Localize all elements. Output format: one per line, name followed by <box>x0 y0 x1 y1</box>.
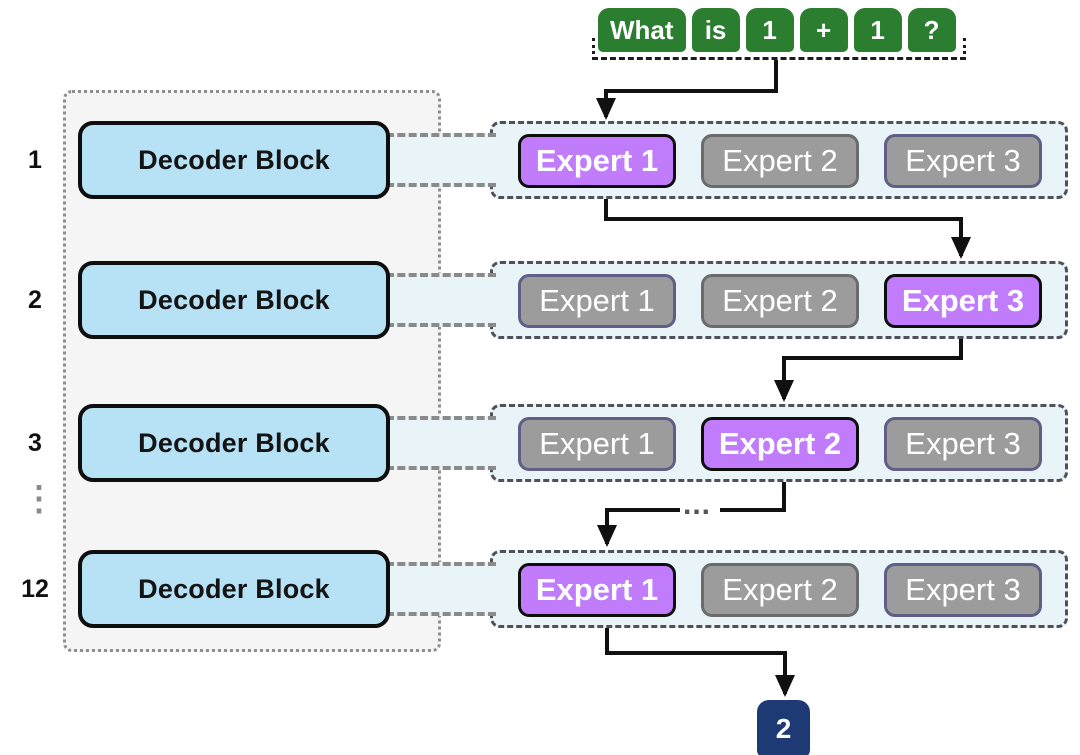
arrow-into-layer12 <box>597 508 680 547</box>
input-token-strip: What is 1 + 1 ? <box>598 8 956 52</box>
layer-number: 1 <box>28 146 42 174</box>
expert-2: Expert 2 <box>701 274 859 328</box>
arrow-input-to-layer1 <box>596 60 778 120</box>
expert-2: Expert 2 <box>701 417 859 471</box>
input-token: 1 <box>745 8 794 52</box>
input-tokens-outline <box>592 38 966 60</box>
router-connector-2 <box>386 273 496 327</box>
expert-3: Expert 3 <box>884 563 1042 617</box>
router-connector-1 <box>386 133 496 187</box>
expert-row-1: Expert 1 Expert 2 Expert 3 <box>490 121 1068 199</box>
expert-1: Expert 1 <box>518 417 676 471</box>
expert-2: Expert 2 <box>701 134 859 188</box>
expert-2: Expert 2 <box>701 563 859 617</box>
input-token: ? <box>907 8 956 52</box>
layer-number: 3 <box>28 429 42 457</box>
layer-number: 2 <box>28 286 42 314</box>
expert-row-2: Expert 1 Expert 2 Expert 3 <box>490 261 1068 339</box>
input-token: + <box>799 8 848 52</box>
decoder-block-3: Decoder Block <box>78 404 390 482</box>
arrow-layer3-out <box>720 482 786 512</box>
arrow-layer2-to-layer3 <box>774 339 963 402</box>
layer-ellipsis: ⋮ <box>22 480 56 518</box>
input-token: 1 <box>853 8 902 52</box>
expert-3: Expert 3 <box>884 134 1042 188</box>
expert-3: Expert 3 <box>884 274 1042 328</box>
expert-3: Expert 3 <box>884 417 1042 471</box>
decoder-block-12: Decoder Block <box>78 550 390 628</box>
expert-1: Expert 1 <box>518 274 676 328</box>
decoder-block-2: Decoder Block <box>78 261 390 339</box>
router-connector-3 <box>386 416 496 470</box>
input-token: is <box>691 8 740 52</box>
skipped-layers-ellipsis: ... <box>683 488 712 521</box>
expert-row-12: Expert 1 Expert 2 Expert 3 <box>490 550 1068 628</box>
decoder-block-1: Decoder Block <box>78 121 390 199</box>
arrow-layer12-to-output <box>605 628 795 697</box>
output-token: 2 <box>757 700 810 755</box>
expert-row-3: Expert 1 Expert 2 Expert 3 <box>490 404 1068 482</box>
expert-1: Expert 1 <box>518 134 676 188</box>
layer-number: 12 <box>21 575 49 603</box>
arrow-layer1-to-layer2 <box>604 199 971 259</box>
input-token: What <box>598 8 686 52</box>
router-connector-12 <box>386 562 496 616</box>
expert-1: Expert 1 <box>518 563 676 617</box>
